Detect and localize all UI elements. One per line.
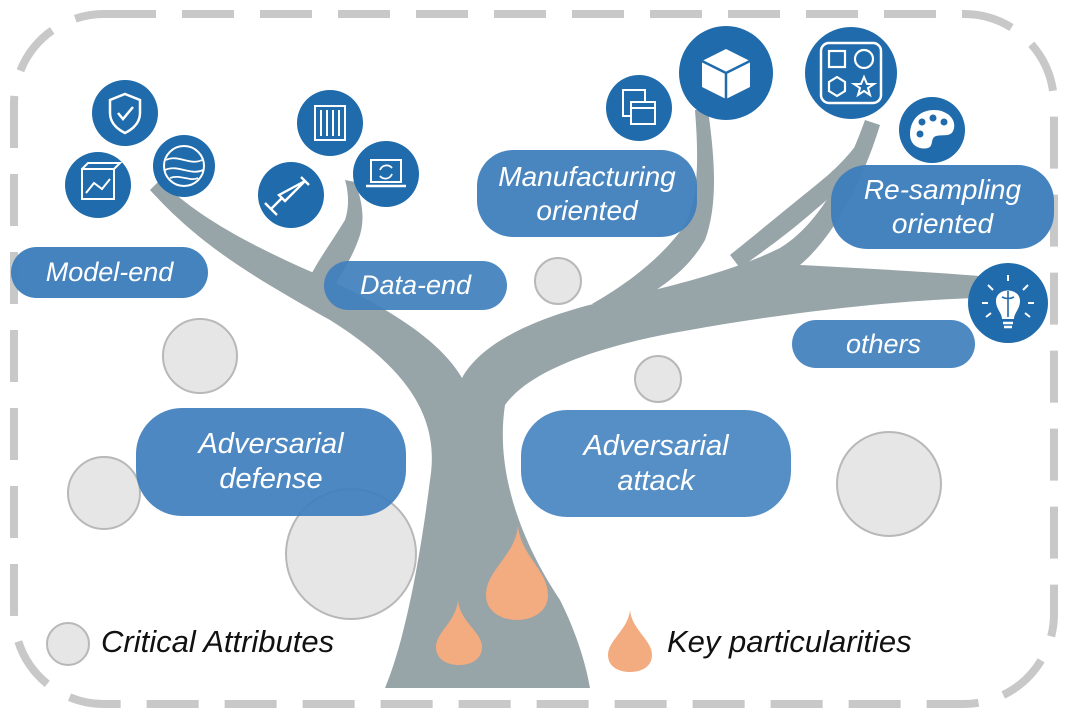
syringe-icon [258, 162, 324, 228]
attribute-circle [162, 318, 238, 394]
radiator-icon [297, 90, 363, 156]
tree [150, 110, 980, 688]
model-end-text: Model-end [45, 257, 174, 288]
attribute-circle [534, 257, 582, 305]
icon-circles [65, 26, 1048, 343]
label-pills [11, 150, 1054, 517]
legend-attribute-swatch [46, 622, 90, 666]
manufacturing-line2: oriented [536, 194, 638, 226]
defense-line2: defense [219, 463, 323, 495]
pill-bg-defense [136, 408, 406, 516]
pill-bg-resampling [831, 165, 1054, 249]
dashed-border [10, 10, 1058, 708]
brain-bulb-icon [968, 263, 1048, 343]
manufacturing-oriented-label: Manufacturing oriented [477, 150, 697, 237]
particularity-drop [436, 600, 482, 665]
resampling-line2: oriented [891, 208, 994, 239]
data-end-text: Data-end [359, 270, 472, 301]
pill-bg-manufacturing [477, 150, 697, 237]
chart-box-icon [65, 152, 131, 218]
manufacturing-line1: Manufacturing [498, 160, 676, 192]
tree-branch-left-mid [300, 180, 363, 310]
shield-check-icon [92, 80, 158, 146]
tree-branch-resampling [730, 140, 868, 268]
windows-icon [606, 75, 672, 141]
model-end-label: Model-end [11, 247, 208, 298]
particularity-drop [486, 525, 548, 620]
pill-bg-attack [521, 410, 791, 517]
tree-trunk [150, 120, 980, 688]
legend-key-particularities: Key particularities [667, 624, 912, 659]
data-end-label: Data-end [324, 261, 507, 310]
shapes-icon [805, 27, 897, 119]
laptop-sync-icon [353, 141, 419, 207]
key-particularities [436, 525, 548, 665]
attack-line1: Adversarial [583, 429, 729, 462]
pill-bg-model-end [11, 247, 208, 298]
defense-line1: Adversarial [198, 428, 344, 461]
pill-bg-data-end [324, 261, 507, 310]
cube-icon [679, 26, 773, 120]
adversarial-attack-label: Adversarial attack [521, 410, 791, 517]
attribute-circles [67, 257, 942, 620]
adversarial-defense-label: Adversarial defense [136, 408, 406, 516]
tree-branch-manufacturing [592, 110, 714, 308]
globe-lines-icon [153, 135, 215, 197]
palette-icon [899, 97, 965, 163]
legend-particularity-swatch [608, 610, 652, 672]
others-label: others [792, 320, 975, 368]
attribute-circle [634, 355, 682, 403]
attribute-circle [836, 431, 942, 537]
attribute-circle [67, 456, 141, 530]
others-text: others [845, 328, 922, 359]
pill-bg-others [792, 320, 975, 368]
resampling-line1: Re-sampling [863, 174, 1022, 206]
legend-critical-attributes: Critical Attributes [101, 624, 335, 659]
attack-line2: attack [617, 464, 695, 497]
resampling-oriented-label: Re-sampling oriented [831, 165, 1054, 249]
